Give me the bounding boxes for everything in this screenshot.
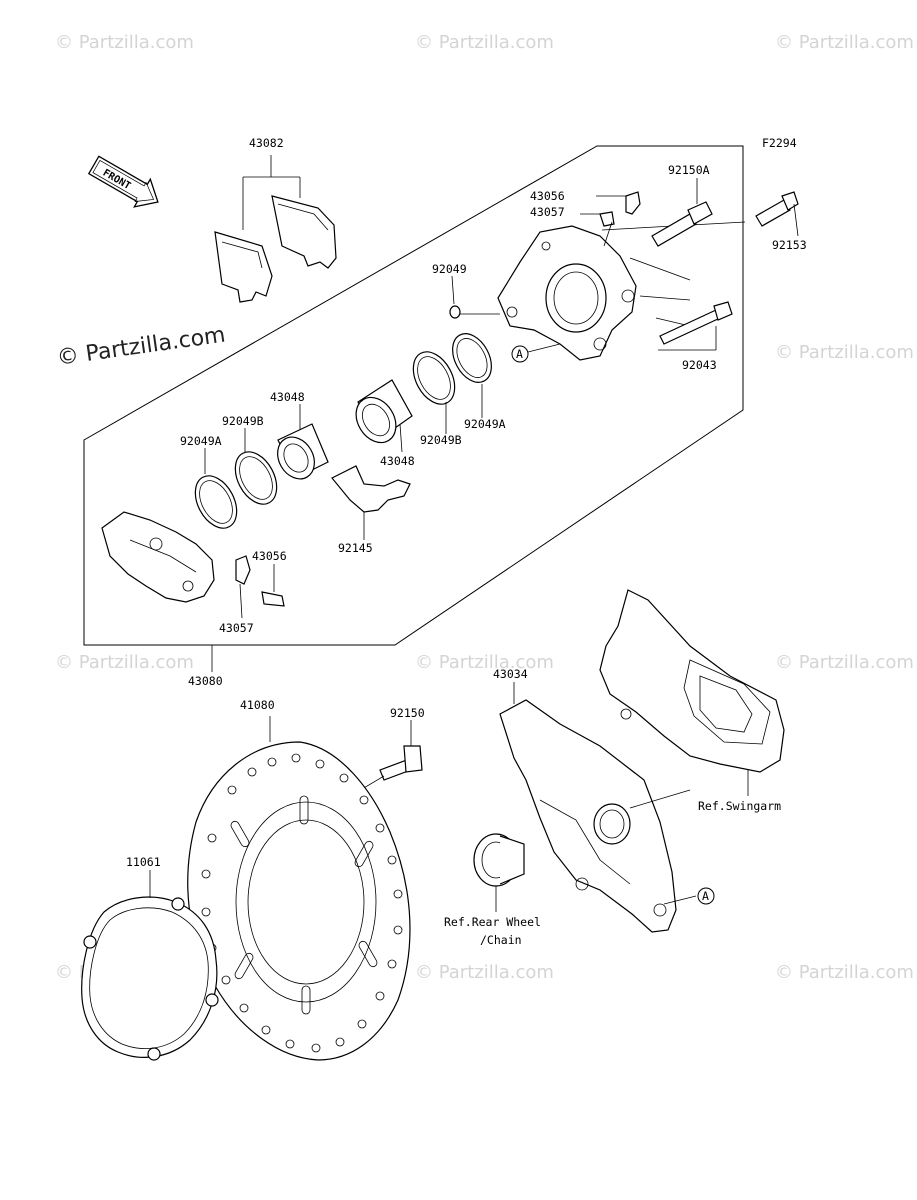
part-label-92049A-left: 92049A <box>180 434 222 448</box>
callout-letter: A <box>702 889 709 903</box>
bleeder-valve-43056-bottom <box>261 564 285 607</box>
part-label-92049B-right: 92049B <box>420 433 462 447</box>
gasket-11061 <box>81 870 219 1061</box>
ref-rear-wheel-line2: /Chain <box>480 933 522 947</box>
brake-pads-43082 <box>214 155 337 303</box>
part-label-92049B-left: 92049B <box>222 414 264 428</box>
part-label-43056-bottom: 43056 <box>252 549 287 563</box>
part-label-92049A-right: 92049A <box>464 417 506 431</box>
part-label-43034: 43034 <box>493 667 528 681</box>
bleeder-cap-43057-bottom <box>235 555 251 619</box>
seal-92049B-right <box>412 351 456 434</box>
caliper-bracket-43034 <box>499 682 691 933</box>
swingarm-ref <box>599 589 785 796</box>
watermark: © Partzilla.com <box>415 962 554 983</box>
part-label-92049: 92049 <box>432 262 467 276</box>
callout-marker-a: A <box>511 343 561 363</box>
seal-92049A-right <box>452 333 492 418</box>
ref-swingarm: Ref.Swingarm <box>698 799 781 813</box>
part-label-92043: 92043 <box>682 358 717 372</box>
callout-letter: A <box>516 347 523 361</box>
watermark: © Partzilla.com <box>55 652 194 673</box>
bolt-92150A <box>651 178 713 247</box>
seal-92049B-left <box>234 428 278 505</box>
part-label-43056-top: 43056 <box>530 189 565 203</box>
part-label-11061: 11061 <box>126 855 161 869</box>
watermark: © Partzilla.com <box>415 32 554 53</box>
watermark: © Partzilla.com <box>775 342 914 363</box>
front-arrow-icon: FRONT <box>87 155 159 208</box>
callout-marker-a-bottom: A <box>663 887 715 905</box>
seal-92049A-left <box>194 448 238 529</box>
pin-92043 <box>658 301 733 351</box>
part-label-92150A: 92150A <box>668 163 710 177</box>
watermark-main: © Partzilla.com <box>55 323 227 371</box>
watermark: © Partzilla.com <box>775 652 914 673</box>
part-label-43048-right: 43048 <box>380 454 415 468</box>
watermark: © Partzilla.com <box>415 652 554 673</box>
pad-spring-92145 <box>331 465 411 540</box>
caliper-assembly-box <box>83 145 744 646</box>
part-label-43057-bottom: 43057 <box>219 621 254 635</box>
ref-rear-wheel-line1: Ref.Rear Wheel <box>444 915 541 929</box>
part-label-43082: 43082 <box>249 136 284 150</box>
piston-43048-right <box>355 379 413 453</box>
brake-disc-41080 <box>187 716 411 1061</box>
watermark: © Partzilla.com <box>775 32 914 53</box>
piston-43048-left <box>277 404 329 480</box>
o-ring-92049 <box>449 275 500 319</box>
part-label-92153: 92153 <box>772 238 807 252</box>
caliper-body-right <box>497 221 746 361</box>
bleeder-cap-43057-top <box>580 211 615 247</box>
watermark: © Partzilla.com <box>775 962 914 983</box>
part-label-43048-left: 43048 <box>270 390 305 404</box>
part-label-92150: 92150 <box>390 706 425 720</box>
part-label-43080: 43080 <box>188 674 223 688</box>
collar-rear-wheel <box>473 833 525 912</box>
part-label-92145: 92145 <box>338 541 373 555</box>
caliper-body-left <box>101 511 215 603</box>
part-label-41080: 41080 <box>240 698 275 712</box>
bleeder-valve-43056-top <box>596 191 641 215</box>
watermark: © Partzilla.com <box>55 32 194 53</box>
figure-code: F2294 <box>762 136 797 150</box>
part-label-43057-top: 43057 <box>530 205 565 219</box>
bolt-92153 <box>755 191 799 237</box>
